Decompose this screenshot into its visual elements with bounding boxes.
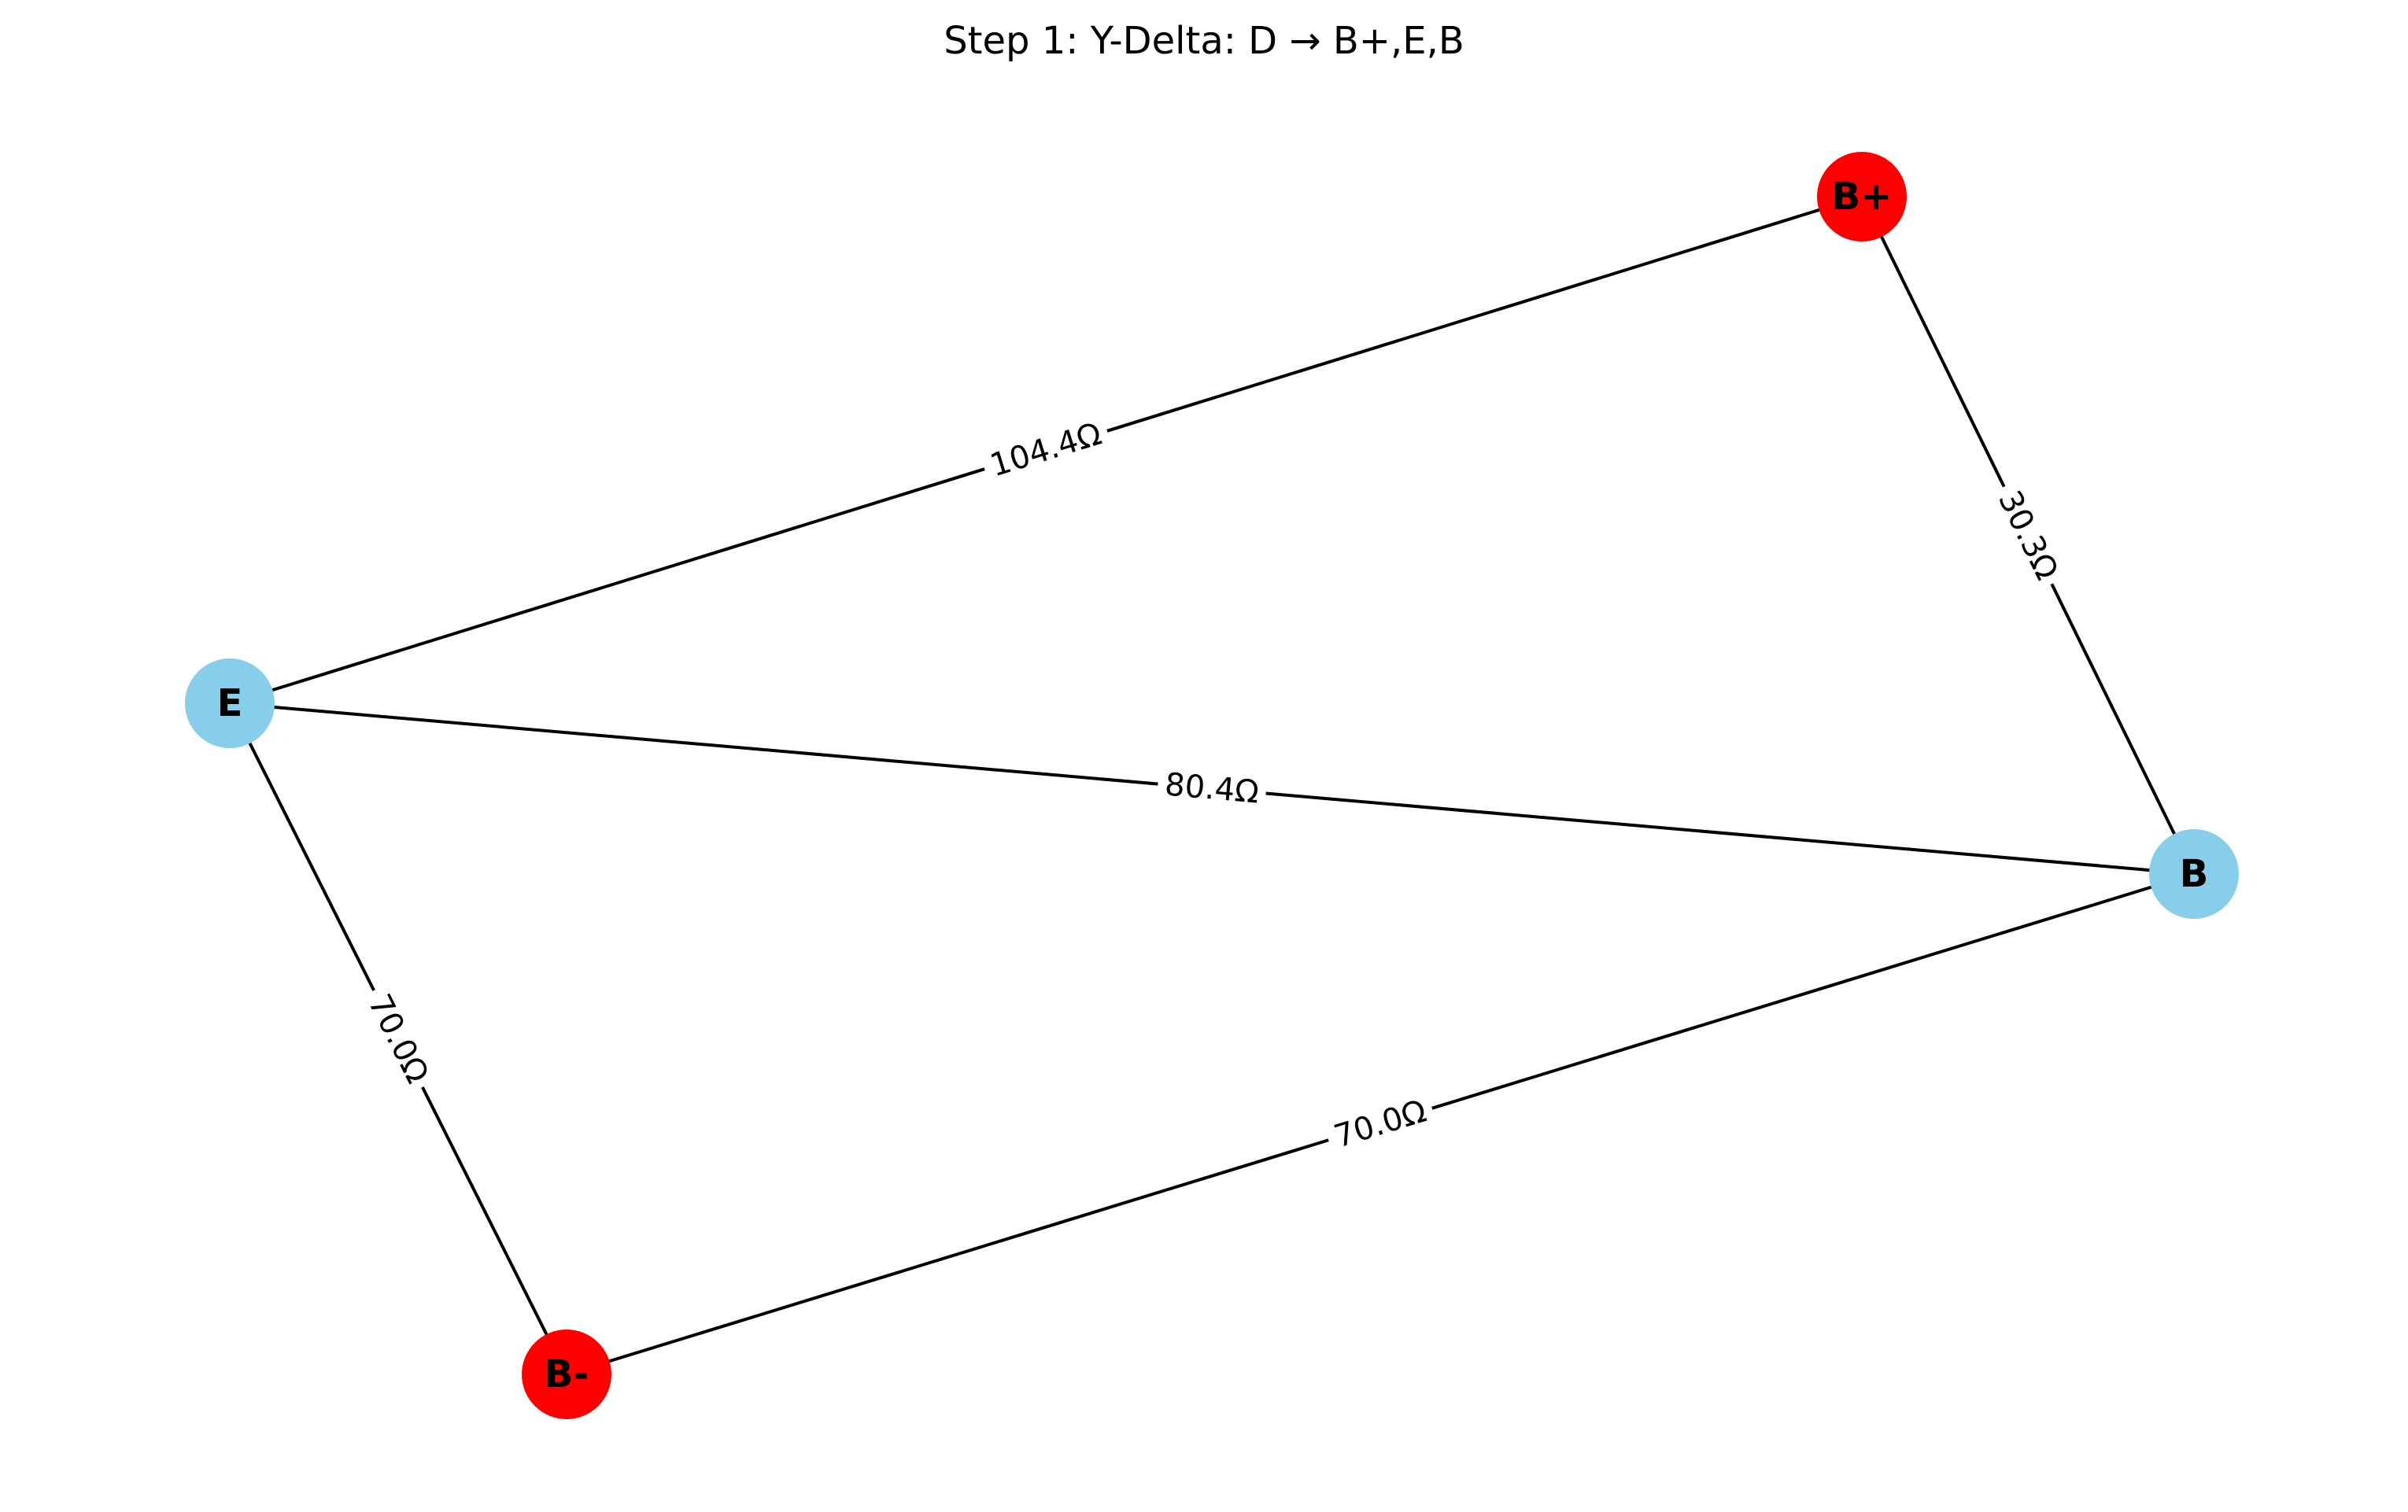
edge-label-background — [355, 981, 441, 1097]
node-circle — [522, 1329, 611, 1419]
edge-label-background — [978, 411, 1114, 489]
edge-label-text: 70.0Ω — [1330, 1093, 1431, 1155]
edge-label-text: 80.4Ω — [1163, 766, 1260, 810]
node-label: E — [217, 681, 243, 725]
node-circle — [1817, 152, 1907, 242]
nodes-layer: B+ E B B- — [185, 152, 2239, 1419]
edge-label-background — [1156, 763, 1268, 814]
node-circle — [185, 658, 275, 748]
edge-label-e-bminus: 70.0Ω — [355, 981, 441, 1097]
node-circle — [2149, 829, 2239, 919]
node-label: B+ — [1832, 175, 1893, 219]
edge-label-bplus-b: 30.3Ω — [1985, 478, 2070, 593]
node-label: B — [2180, 852, 2209, 896]
edge-label-background — [1322, 1088, 1439, 1160]
node-bplus: B+ — [1817, 152, 1907, 242]
node-bminus: B- — [522, 1329, 611, 1419]
diagram-title: Step 1: Y-Delta: D → B+,E,B — [944, 19, 1464, 63]
edge-label-e-bplus: 104.4Ω — [978, 411, 1114, 489]
node-e: E — [185, 658, 275, 748]
node-b: B — [2149, 829, 2239, 919]
edge-label-e-b: 80.4Ω — [1156, 763, 1268, 814]
edge-labels-layer: 104.4Ω 30.3Ω 80.4Ω 70.0Ω 70.0Ω — [355, 411, 2070, 1160]
edge-label-text: 104.4Ω — [986, 416, 1106, 485]
edge-label-text: 30.3Ω — [1991, 485, 2065, 586]
edge-label-text: 70.0Ω — [361, 989, 436, 1090]
edge-label-background — [1985, 478, 2070, 593]
edge-label-bminus-b: 70.0Ω — [1322, 1088, 1439, 1160]
node-label: B- — [545, 1352, 589, 1396]
